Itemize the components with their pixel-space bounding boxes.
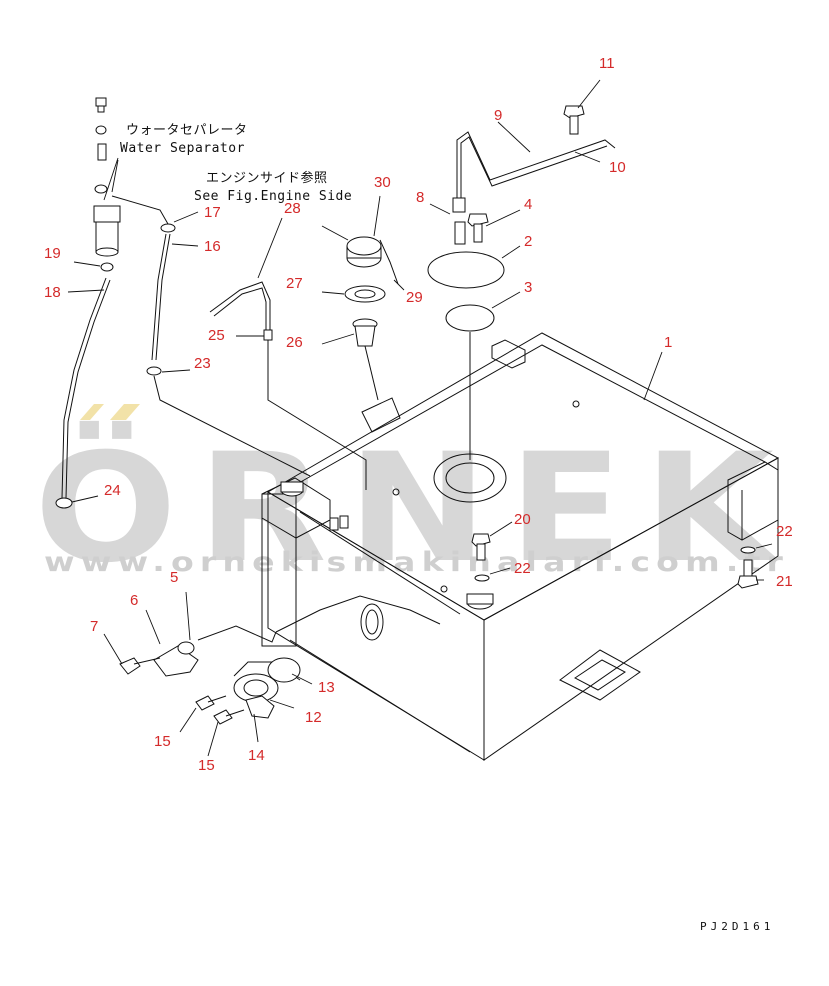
callout-11: 11: [599, 55, 615, 72]
callout-14: 14: [248, 747, 265, 764]
callout-21: 21: [776, 573, 793, 590]
strainer: [352, 318, 379, 401]
callout-25: 25: [208, 327, 225, 344]
callout-22b: 22: [514, 560, 531, 577]
bolt-21: [737, 546, 759, 589]
watermark: ÖRNEK www.ornekismakinalari.com.tr: [34, 404, 794, 596]
callout-7: 7: [90, 618, 98, 635]
cover-plate: [427, 251, 505, 289]
callout-17: 17: [204, 204, 221, 221]
callout-19: 19: [44, 245, 61, 262]
callout-24: 24: [104, 482, 121, 499]
callout-18: 18: [44, 284, 61, 301]
callout-15a: 15: [154, 733, 171, 750]
callout-4: 4: [524, 196, 532, 213]
hose-18: [55, 262, 114, 509]
clamp-assembly: [119, 625, 277, 677]
callout-8: 8: [416, 189, 424, 206]
callout-26: 26: [286, 334, 303, 351]
callout-3: 3: [524, 279, 532, 296]
callout-22a: 22: [776, 523, 793, 540]
engine-side-jp-label: エンジンサイド参照: [206, 170, 328, 186]
callout-15b: 15: [198, 757, 215, 774]
water-separator-jp-label: ウォータセパレータ: [126, 123, 248, 138]
callout-2: 2: [524, 233, 532, 250]
hose-16: [111, 195, 311, 477]
watermark-accent-right: [110, 404, 140, 420]
fuel-tank: [261, 332, 780, 761]
callout-28: 28: [284, 200, 301, 217]
watermark-url: www.ornekismakinalari.com.tr: [44, 547, 789, 578]
drawing-code: PJ2D161: [700, 920, 774, 933]
fitting-8: [452, 197, 466, 245]
callouts: 1 2 3 4 5 6 7 8 9 10 11 12 13 14 15 15 1…: [44, 55, 793, 774]
breather-pipe: [456, 131, 616, 202]
callout-16: 16: [204, 238, 221, 255]
callout-9: 9: [494, 107, 502, 124]
callout-5: 5: [170, 569, 178, 586]
callout-10: 10: [609, 159, 626, 176]
watermark-brand: ÖRNEK: [34, 420, 794, 596]
callout-30: 30: [374, 174, 391, 191]
water-separator: [93, 97, 121, 257]
engine-side-pipe: [209, 281, 367, 490]
bolt-20: [471, 533, 491, 582]
leader-lines: [67, 79, 773, 757]
engine-side-en-label: See Fig.Engine Side: [194, 189, 352, 204]
callout-1: 1: [664, 334, 672, 351]
bolt-4: [467, 213, 489, 243]
callout-13: 13: [318, 679, 335, 696]
watermark-accent-left: [80, 404, 104, 420]
bolt-11: [563, 105, 585, 135]
level-sender: [195, 657, 301, 725]
fuel-cap: [346, 236, 399, 285]
ring: [344, 285, 386, 303]
callout-12: 12: [305, 709, 322, 726]
callout-29: 29: [406, 289, 423, 306]
callout-20: 20: [514, 511, 531, 528]
water-separator-en-label: Water Separator: [120, 141, 245, 156]
callout-6: 6: [130, 592, 138, 609]
callout-23: 23: [194, 355, 211, 372]
callout-27: 27: [286, 275, 303, 292]
gasket: [445, 304, 495, 332]
